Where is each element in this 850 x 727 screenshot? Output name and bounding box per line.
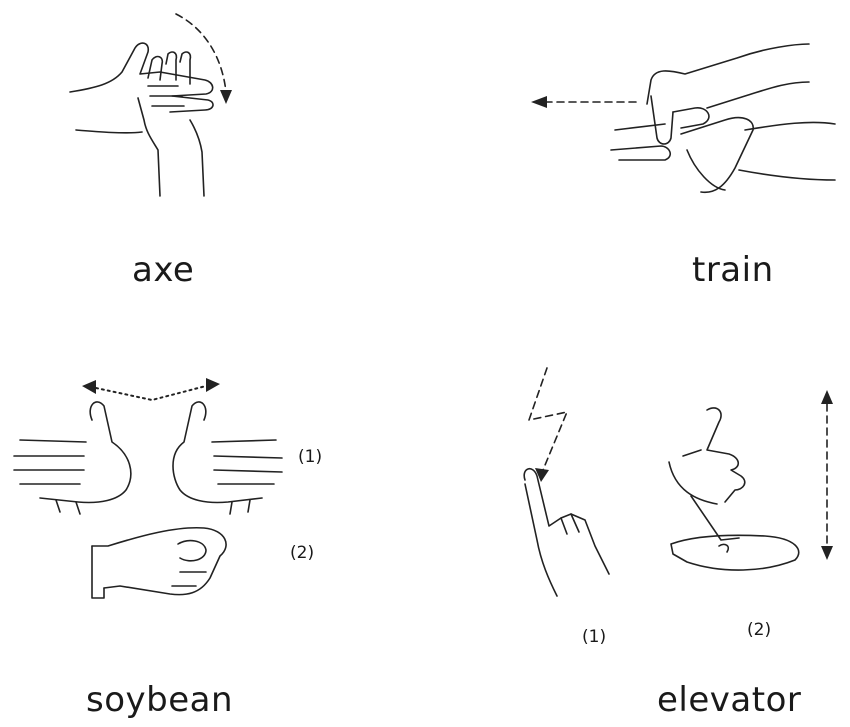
sign-word-soybean: soybean <box>86 680 234 720</box>
sign-word-axe: axe <box>132 250 195 290</box>
soybean-step-1: (1) <box>298 447 323 467</box>
elevator-hands-illustration <box>523 367 833 597</box>
sign-elevator: (1) (2) elevator <box>425 350 850 727</box>
sign-word-elevator: elevator <box>657 680 802 720</box>
elevator-step-2: (2) <box>747 620 772 640</box>
sign-train: train <box>425 0 850 300</box>
soybean-hands-illustration <box>13 378 283 599</box>
axe-hands-illustration <box>69 13 232 197</box>
sign-axe: axe <box>0 0 425 300</box>
sign-soybean: (1) (2) soybean <box>0 350 425 727</box>
train-hands-illustration <box>531 43 836 194</box>
sign-word-train: train <box>692 250 774 290</box>
elevator-step-1: (1) <box>582 627 607 647</box>
soybean-step-2: (2) <box>290 543 315 563</box>
